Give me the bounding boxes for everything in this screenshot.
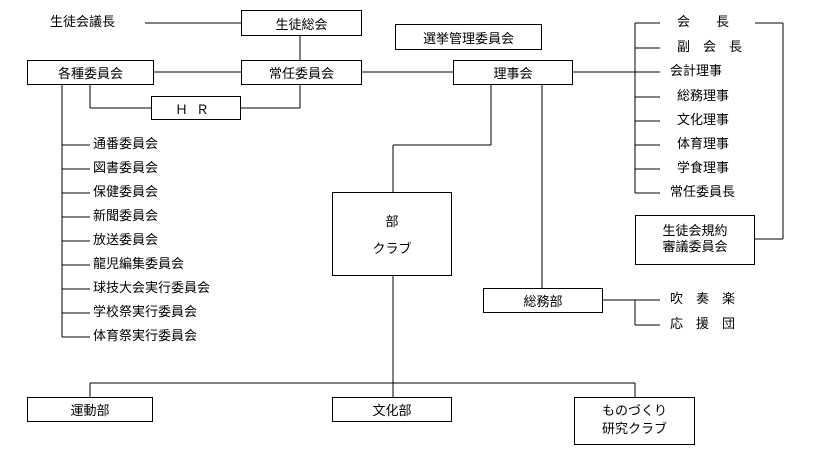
club-box: 部 クラブ — [332, 192, 452, 276]
officer-item: 副 会 長 — [677, 40, 743, 55]
standing-committee-box: 常任委員会 — [241, 60, 362, 85]
committee-item: 保健委員会 — [93, 185, 159, 200]
rules-committee-line1: 生徒会規約 — [662, 224, 728, 239]
monozukuri-line2: 研究クラブ — [601, 422, 667, 437]
monozukuri-box: ものづくり 研究クラブ — [574, 397, 695, 445]
committee-item: 学校祭実行委員会 — [93, 305, 198, 320]
committee-item: 通番委員会 — [93, 137, 159, 152]
committee-item: 龍児編集委員会 — [93, 257, 185, 272]
committee-item: 球技大会実行委員会 — [93, 281, 211, 296]
rules-committee-line2: 審議委員会 — [662, 240, 728, 255]
committee-item: 体育祭実行委員会 — [93, 329, 198, 344]
officer-item: 会 長 — [677, 15, 730, 30]
rules-committee-box: 生徒会規約 審議委員会 — [635, 215, 755, 265]
general-affairs-sub: 応 援 団 — [670, 317, 736, 332]
committee-item: 図書委員会 — [93, 161, 159, 176]
officer-item: 総務理事 — [677, 89, 730, 104]
sports-box: 運動部 — [27, 397, 153, 422]
chair-label: 生徒会議長 — [50, 15, 116, 30]
general-affairs-box: 総務部 — [483, 288, 603, 313]
committee-item: 新聞委員会 — [93, 209, 159, 224]
general-assembly-box: 生徒総会 — [241, 10, 362, 36]
officer-item: 文化理事 — [677, 113, 730, 128]
officer-item: 体育理事 — [677, 137, 730, 152]
club-box-line1: 部 — [385, 215, 399, 230]
officer-item: 学食理事 — [677, 161, 730, 176]
homeroom-box: ＨＲ — [151, 96, 241, 120]
officer-item: 常任委員長 — [670, 185, 736, 200]
club-box-line2: クラブ — [372, 242, 412, 257]
board-box: 理事会 — [453, 60, 573, 85]
monozukuri-line1: ものづくり — [601, 404, 667, 419]
election-committee-box: 選挙管理委員会 — [395, 24, 542, 50]
committee-item: 放送委員会 — [93, 233, 159, 248]
officer-item: 会計理事 — [670, 64, 723, 79]
various-committees-box: 各種委員会 — [27, 60, 154, 85]
culture-box: 文化部 — [332, 397, 452, 422]
general-affairs-sub: 吹 奏 楽 — [670, 292, 736, 307]
